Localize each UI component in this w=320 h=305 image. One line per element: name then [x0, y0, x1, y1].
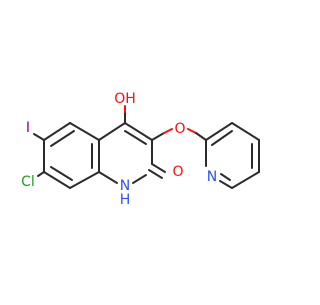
atom-n-pyridine: N [207, 169, 217, 185]
bond-py-c5-c6 [231, 171, 260, 189]
bond-c2-n1 [132, 174, 147, 184]
bond-c4a-c5 [69, 122, 100, 141]
bond-c3-oether-red [163, 128, 173, 134]
bond-c8-c8a [69, 171, 100, 189]
bond-py-c3-c4 [231, 122, 260, 141]
bond-c7-c8 [43, 171, 71, 189]
bonds-substituents [33, 105, 207, 179]
bond-c7-cl [37, 171, 45, 177]
bond-n1-c8a [98, 171, 118, 184]
atom-chlorine: Cl [21, 174, 35, 190]
bonds-pyridine [205, 122, 260, 189]
atom-o-ether: O [174, 121, 185, 137]
atom-n-ring: N [120, 178, 130, 194]
bond-c4-c3 [124, 122, 153, 141]
atom-labels: OH O O N N H I Cl [21, 91, 217, 208]
bond-c7-c8-inner [50, 166, 73, 181]
molecule-canvas: OH O O N N H I Cl [21, 91, 260, 208]
bond-c4a-c4 [98, 122, 126, 141]
atom-n-ring-h: H [120, 192, 131, 208]
atom-o-carbonyl: O [172, 164, 183, 180]
bond-py-c6-n [219, 180, 233, 189]
bond-py-c2-c3 [205, 122, 233, 141]
molecule-structure: OH O O N N H I Cl [21, 91, 260, 208]
bond-py-c6-n-inner [220, 173, 231, 181]
bond-c6-i [33, 133, 45, 141]
bond-c4-c3-inner [124, 130, 147, 145]
bond-py-c2-c3-inner [211, 130, 233, 146]
bond-c3-oether [151, 132, 165, 141]
bond-c2-o [151, 163, 166, 173]
atom-iodine: I [26, 120, 30, 136]
bond-c5-c6-inner [50, 130, 75, 147]
bonds-core [43, 122, 153, 189]
bond-c5-c6-left [43, 122, 71, 141]
bond-oether-py [195, 132, 207, 141]
bond-oether-py-red [187, 128, 197, 134]
bond-c2-o-double [148, 169, 163, 179]
atom-oh: OH [114, 91, 136, 107]
